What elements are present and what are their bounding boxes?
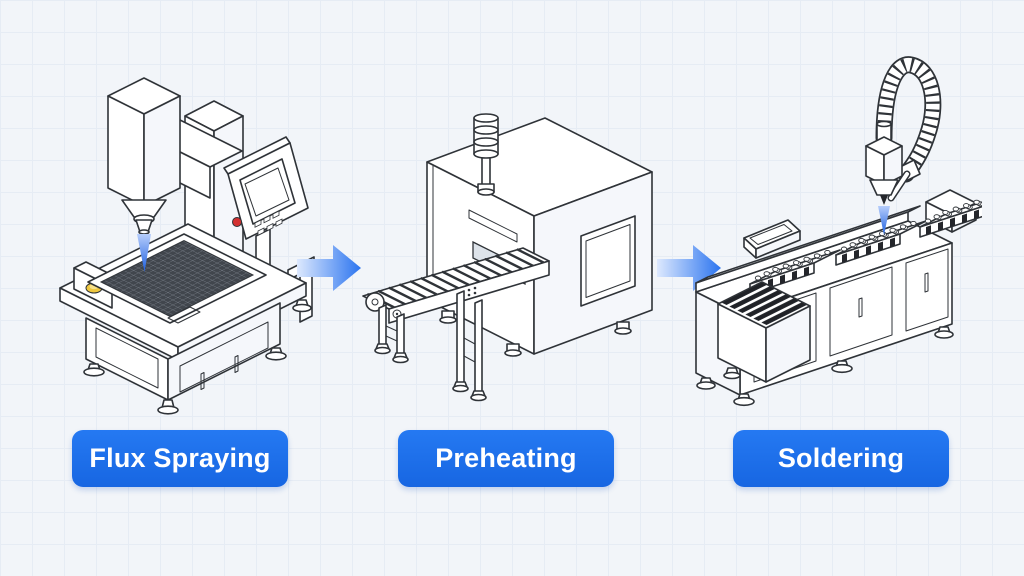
step-label-flux-spraying: Flux Spraying bbox=[72, 430, 288, 487]
preheating-machine-illustration bbox=[362, 113, 653, 402]
board-rack bbox=[717, 281, 811, 383]
machine-feet bbox=[696, 326, 954, 407]
red-stop-button bbox=[232, 217, 242, 227]
solder-head bbox=[865, 120, 903, 205]
flux-spray-cone-icon bbox=[137, 234, 151, 272]
flow-arrow-icon bbox=[297, 245, 361, 291]
solder-hose bbox=[875, 56, 942, 202]
console-screen bbox=[743, 219, 801, 259]
flux-spraying-machine-illustration bbox=[59, 77, 315, 415]
signal-tower-icon bbox=[473, 113, 499, 196]
oven-feet bbox=[439, 310, 632, 357]
roller-conveyor bbox=[362, 247, 550, 402]
spray-head bbox=[107, 77, 181, 235]
cabinet bbox=[85, 302, 281, 401]
step-label-soldering: Soldering bbox=[733, 430, 949, 487]
viewing-window bbox=[580, 215, 636, 307]
solder-cone-icon bbox=[878, 206, 890, 235]
pcb-tray bbox=[87, 233, 267, 324]
step-label-preheating: Preheating bbox=[398, 430, 614, 487]
machine-feet bbox=[83, 299, 312, 415]
soldering-machine-illustration bbox=[695, 56, 982, 407]
conveyor-legs bbox=[374, 290, 487, 402]
